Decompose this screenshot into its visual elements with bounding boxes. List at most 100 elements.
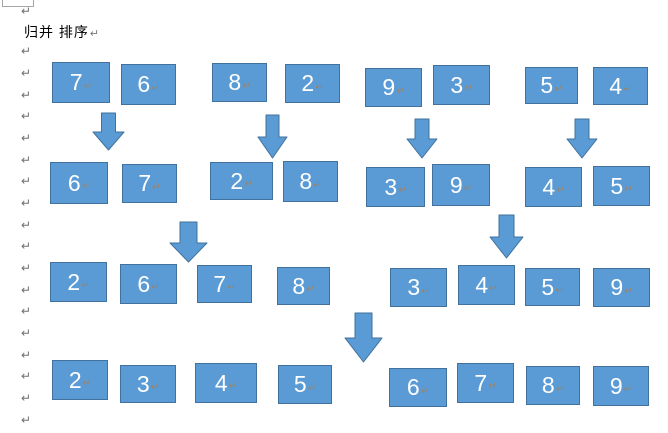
paragraph-mark-icon: ↵ [227, 282, 236, 293]
box-number: 9 [609, 372, 623, 399]
number-box-6[interactable]: 6↵ [121, 64, 176, 105]
box-number: 5 [540, 72, 554, 98]
number-box-5[interactable]: 5↵ [593, 166, 650, 206]
paragraph-mark-icon: ↵ [307, 382, 317, 394]
number-box-9[interactable]: 9↵ [593, 268, 650, 307]
paragraph-mark-icon: ↵ [464, 83, 473, 94]
paragraph-mark-icon: ↵ [242, 80, 251, 92]
paragraph-mark-icon: ↵ [555, 383, 565, 395]
number-box-9[interactable]: 9↵ [593, 366, 649, 406]
number-box-3[interactable]: 3↵ [366, 167, 425, 207]
paragraph-mark-icon: ↵ [624, 184, 633, 195]
box-number: 9 [449, 171, 463, 198]
box-number: 8 [228, 69, 242, 95]
paragraph-mark-icon: ↵ [21, 348, 32, 362]
number-box-4[interactable]: 4↵ [458, 265, 515, 305]
number-box-2[interactable]: 2↵ [52, 360, 108, 400]
box-number: 8 [292, 272, 306, 299]
box-number: 6 [406, 374, 420, 400]
down-arrow-icon[interactable] [344, 312, 383, 363]
paragraph-mark-icon: ↵ [421, 285, 430, 297]
box-number: 6 [137, 71, 151, 97]
number-box-7[interactable]: 7↵ [122, 164, 177, 203]
number-box-8[interactable]: 8↵ [283, 161, 338, 202]
paragraph-mark-icon: ↵ [21, 218, 32, 232]
box-number: 6 [67, 169, 81, 196]
box-number: 4 [475, 271, 489, 298]
number-box-4[interactable]: 4↵ [195, 363, 257, 403]
box-number: 2 [301, 70, 315, 96]
box-number: 5 [610, 172, 624, 199]
number-box-8[interactable]: 8↵ [277, 267, 330, 305]
paragraph-mark-icon: ↵ [83, 80, 93, 92]
number-box-7[interactable]: 7↵ [457, 363, 514, 403]
number-box-5[interactable]: 5↵ [525, 67, 578, 104]
paragraph-mark-icon: ↵ [81, 181, 91, 192]
number-box-9[interactable]: 9↵ [365, 68, 422, 107]
paragraph-mark-icon: ↵ [21, 153, 32, 167]
number-box-6[interactable]: 6↵ [50, 162, 108, 204]
number-box-6[interactable]: 6↵ [389, 368, 447, 407]
number-box-7[interactable]: 7↵ [197, 265, 252, 303]
paragraph-mark-icon: ↵ [21, 196, 32, 210]
box-number: 7 [213, 270, 227, 297]
number-box-3[interactable]: 3↵ [390, 268, 447, 307]
paragraph-mark-icon: ↵ [313, 179, 322, 191]
paragraph-mark-icon: ↵ [244, 179, 253, 190]
paragraph-mark-icon: ↵ [21, 174, 32, 188]
page-title[interactable]: 归并 排序↵ [24, 22, 100, 42]
number-box-9[interactable]: 9↵ [432, 164, 490, 206]
down-arrow-icon[interactable] [406, 118, 438, 159]
box-number: 8 [299, 168, 313, 194]
number-box-5[interactable]: 5↵ [525, 268, 580, 306]
number-box-4[interactable]: 4↵ [593, 67, 648, 105]
paragraph-mark-icon: ↵ [152, 181, 161, 193]
paragraph-mark-icon: ↵ [554, 83, 563, 95]
paragraph-mark-icon: ↵ [21, 109, 32, 123]
box-number: 3 [384, 173, 398, 200]
paragraph-mark-icon: ↵ [488, 381, 497, 392]
down-arrow-icon[interactable] [169, 221, 208, 263]
paragraph-mark-icon: ↵ [21, 44, 32, 58]
paragraph-mark-icon: ↵ [556, 185, 565, 196]
box-number: 8 [541, 372, 555, 398]
title-text: 归并 排序 [24, 24, 89, 40]
paragraph-mark-icon: ↵ [21, 283, 32, 297]
paragraph-mark-icon: ↵ [315, 81, 324, 93]
paragraph-mark-icon: ↵ [21, 413, 32, 427]
number-box-8[interactable]: 8↵ [212, 63, 267, 102]
number-box-7[interactable]: 7↵ [52, 62, 110, 103]
box-number: 4 [542, 173, 556, 200]
number-box-2[interactable]: 2↵ [285, 64, 340, 103]
box-number: 6 [137, 270, 151, 297]
paragraph-mark-icon: ↵ [21, 326, 32, 340]
paragraph-mark-icon: ↵ [21, 304, 32, 318]
box-number: 4 [609, 72, 623, 99]
box-number: 2 [230, 167, 244, 194]
number-box-3[interactable]: 3↵ [433, 65, 490, 105]
number-box-2[interactable]: 2↵ [50, 262, 107, 302]
number-box-2[interactable]: 2↵ [210, 162, 273, 200]
number-box-5[interactable]: 5↵ [278, 365, 332, 404]
paragraph-mark-icon: ↵ [555, 285, 564, 296]
number-box-6[interactable]: 6↵ [120, 264, 177, 304]
box-number: 3 [136, 370, 150, 397]
number-box-8[interactable]: 8↵ [526, 366, 580, 405]
down-arrow-icon[interactable] [489, 214, 524, 259]
down-arrow-icon[interactable] [257, 114, 288, 159]
number-box-4[interactable]: 4↵ [525, 167, 582, 207]
number-box-3[interactable]: 3↵ [120, 365, 176, 403]
paragraph-mark-icon: ↵ [306, 284, 315, 295]
box-number: 9 [610, 274, 624, 300]
paragraph-mark-icon: ↵ [463, 183, 473, 194]
paragraph-mark-icon: ↵ [420, 385, 430, 397]
paragraph-mark-icon: ↵ [21, 261, 32, 275]
box-number: 9 [382, 74, 396, 100]
paragraph-mark-icon: ↵ [624, 285, 633, 297]
box-number: 3 [450, 71, 464, 98]
paragraph-mark-icon: ↵ [81, 280, 90, 291]
down-arrow-icon[interactable] [92, 112, 125, 151]
box-number: 2 [68, 366, 82, 393]
down-arrow-icon[interactable] [566, 118, 598, 159]
